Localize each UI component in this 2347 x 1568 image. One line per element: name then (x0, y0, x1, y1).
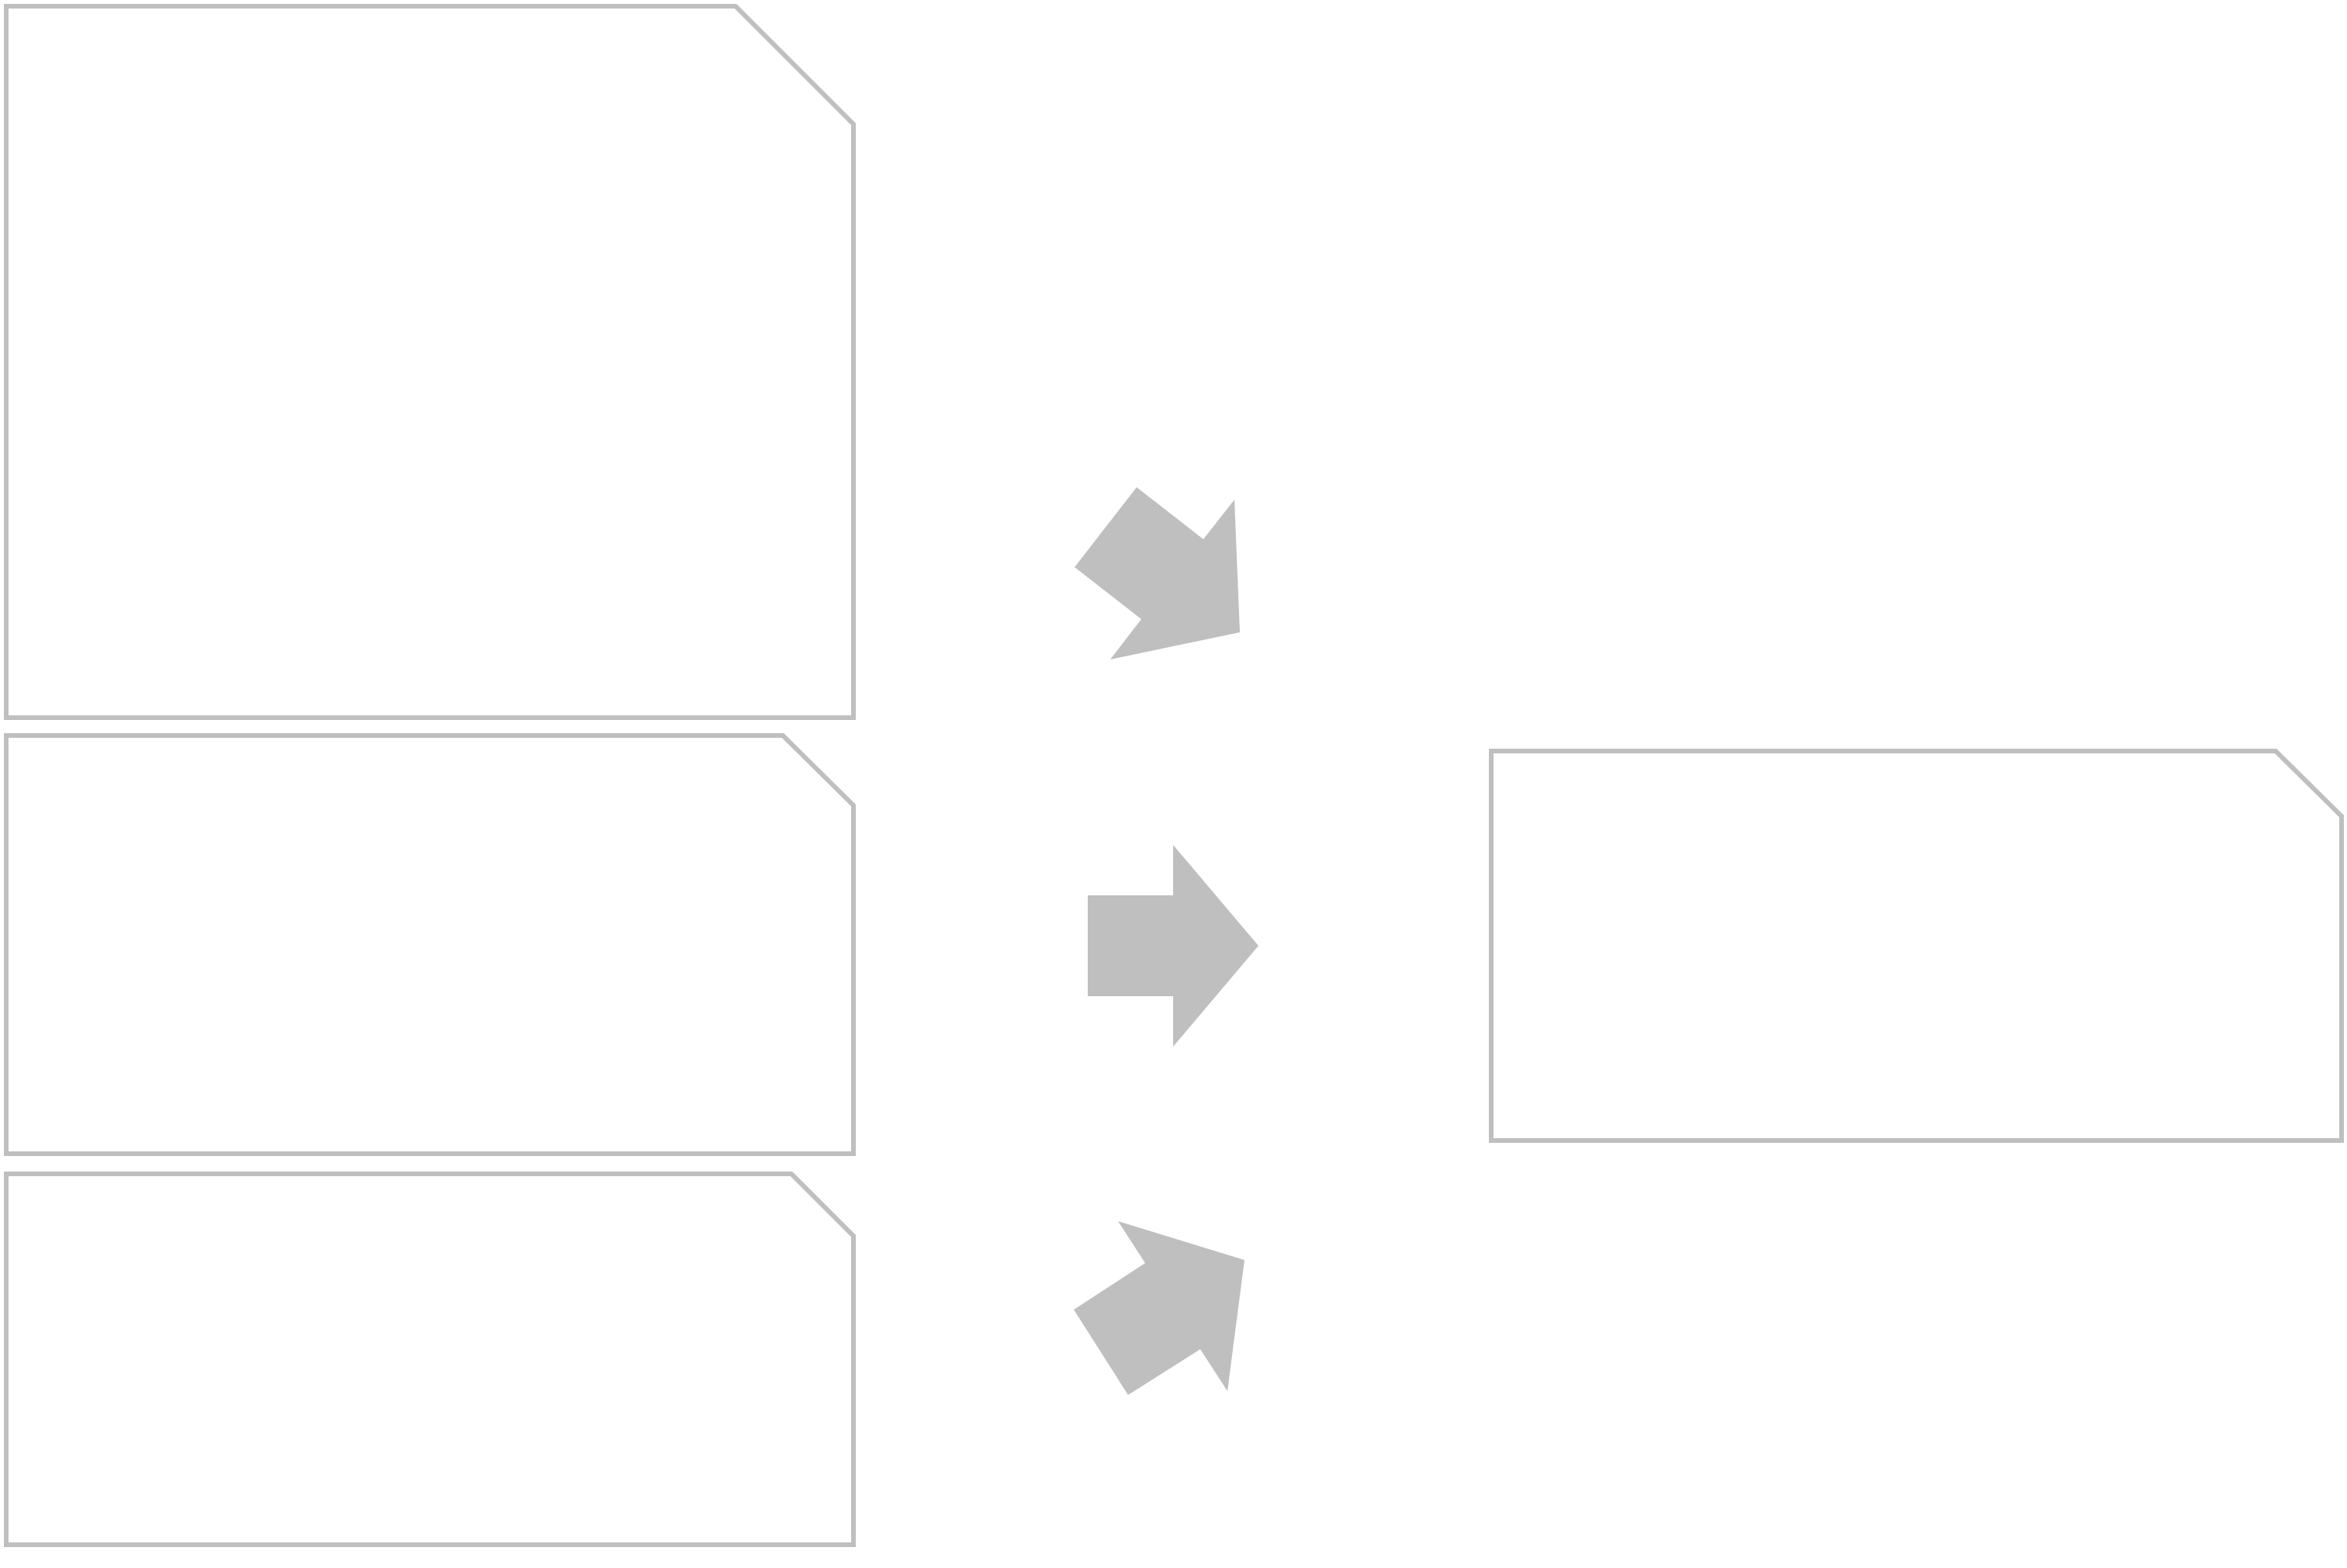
arrow-up-right-icon (1074, 1221, 1244, 1395)
output-box (1489, 749, 2344, 1143)
output-box-frame (1489, 749, 2344, 1143)
input-box-3-frame (4, 1172, 856, 1547)
input-box-3 (4, 1172, 856, 1547)
input-box-1-frame (4, 4, 856, 720)
arrow-right-icon (1088, 845, 1258, 1047)
input-box-2-frame (4, 733, 856, 1156)
input-box-1 (4, 4, 856, 720)
arrow-down-right-icon (1075, 487, 1240, 659)
input-box-2 (4, 733, 856, 1156)
